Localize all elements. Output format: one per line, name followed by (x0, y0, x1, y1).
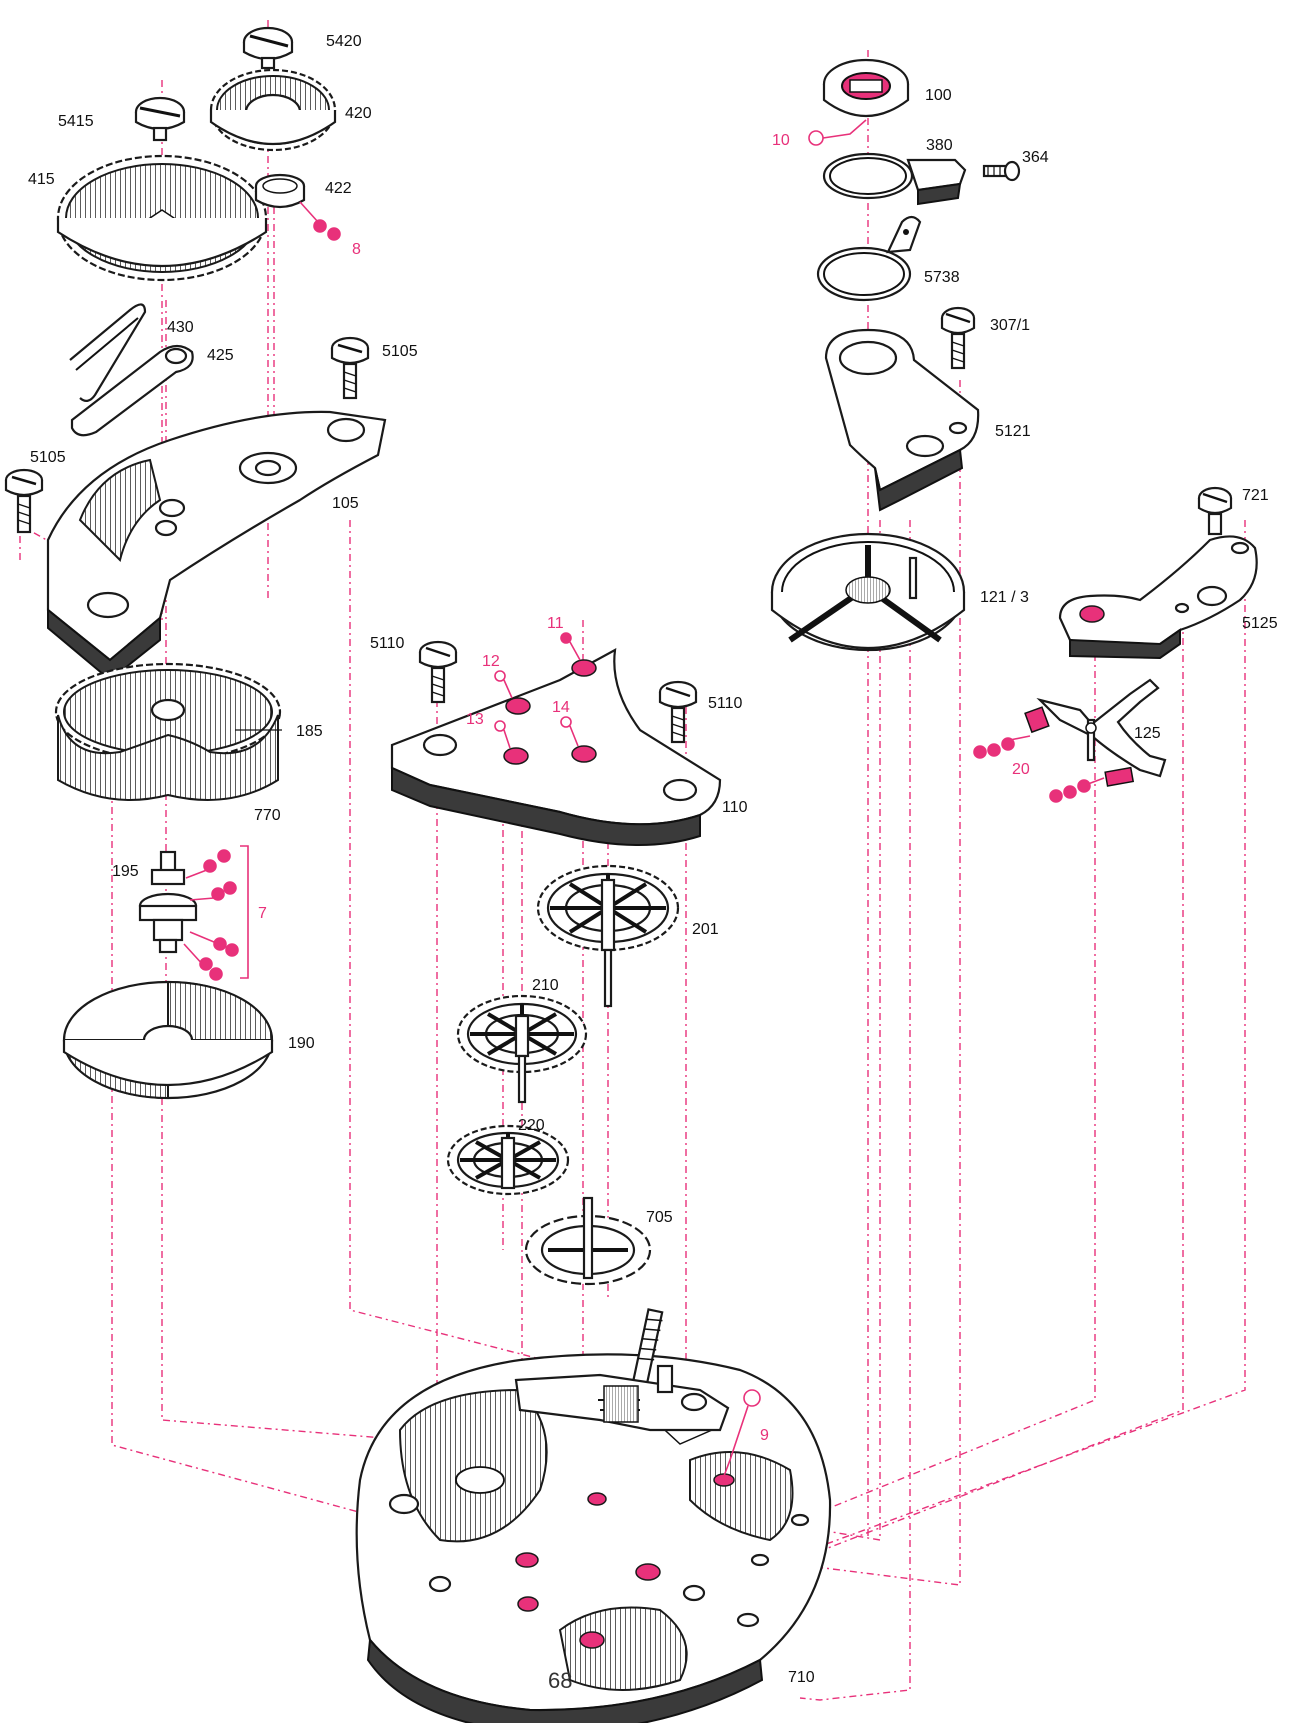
label-5105-upper: 5105 (382, 343, 418, 360)
label-220: 220 (518, 1117, 545, 1134)
oil-marker-8 (299, 201, 341, 241)
screw-5121 (940, 306, 976, 370)
label-oil-20: 20 (1012, 761, 1030, 778)
screw-5125 (1197, 486, 1233, 536)
label-121-3: 5121 (995, 423, 1031, 440)
label-710: 125 (1134, 725, 1161, 742)
screw-5105-left (4, 468, 44, 534)
escape-wheel-705 (524, 1196, 652, 1286)
label-110: 110 (722, 799, 748, 816)
third-wheel-210 (456, 994, 588, 1104)
label-oil-11: 11 (547, 615, 564, 632)
pallet-fork-710 (1024, 678, 1167, 787)
label-oil-7: 7 (258, 905, 267, 922)
train-bridge-110 (390, 648, 722, 846)
fourth-wheel-220 (446, 1124, 570, 1196)
screw-5110-right (658, 680, 698, 744)
balance-cock-121-3 (824, 328, 980, 512)
screw-5415 (134, 96, 186, 142)
click-spring-430 (69, 303, 147, 402)
screw-5420 (242, 26, 294, 70)
label-5420: 5420 (326, 33, 362, 50)
wheel-415 (56, 154, 268, 282)
ratchet-wheel-420 (209, 68, 337, 152)
center-wheel-201 (536, 864, 680, 1008)
label-190: 190 (288, 1035, 315, 1052)
main-plate-100 (355, 1353, 832, 1723)
screw-5105-upper (330, 336, 370, 400)
label-425: 425 (207, 347, 234, 364)
label-185: 185 (296, 723, 323, 740)
label-201: 201 (692, 921, 719, 938)
label-210: 210 (532, 977, 559, 994)
plate-engraving: 68 (548, 1668, 572, 1693)
label-5121: 307/1 (990, 317, 1030, 334)
label-415: 415 (28, 171, 55, 188)
label-oil-12: 12 (482, 653, 500, 670)
cap-jewel-380 (822, 58, 910, 118)
label-oil-10: 10 (772, 132, 790, 149)
label-5105-left: 5105 (30, 449, 66, 466)
label-oil-14: 14 (552, 699, 570, 716)
label-5110-left: 5110 (370, 635, 405, 652)
label-5738: 364 (1022, 149, 1049, 166)
stud-carrier-307-1 (816, 215, 922, 302)
balance-721 (770, 532, 966, 652)
label-100: 710 (788, 1669, 815, 1686)
label-5110-right: 5110 (708, 695, 743, 712)
label-422: 422 (325, 180, 352, 197)
barrel-cover-190 (62, 980, 274, 1100)
oil-marker-9 (723, 1389, 761, 1477)
label-oil-8: 8 (352, 241, 361, 258)
barrel-185 (54, 662, 282, 801)
label-380: 100 (925, 87, 952, 104)
label-5125: 721 (1242, 487, 1269, 504)
label-721: 121 / 3 (980, 589, 1029, 606)
ring-364 (822, 152, 967, 206)
label-195: 195 (112, 863, 139, 880)
screw-5738 (982, 160, 1021, 182)
label-oil-13: 13 (466, 711, 484, 728)
label-oil-9: 9 (760, 1427, 769, 1444)
label-430: 430 (167, 319, 194, 336)
click-425 (70, 344, 194, 437)
label-770: 770 (254, 807, 281, 824)
label-364: 380 (926, 137, 953, 154)
label-705: 705 (646, 1209, 673, 1226)
label-420: 420 (345, 105, 372, 122)
label-105: 105 (332, 495, 359, 512)
oil-markers-20 (973, 735, 1105, 803)
oil-markers-7 (183, 845, 249, 981)
oil-markers-11-14 (494, 632, 581, 749)
ring-422 (254, 173, 306, 209)
oil-marker-10 (808, 119, 867, 146)
barrel-bridge-105 (46, 410, 387, 682)
keyless-bridge (514, 1364, 730, 1432)
barrel-arbor-195 (138, 850, 198, 954)
label-125: 5125 (1242, 615, 1278, 632)
screw-5110-left (418, 640, 458, 704)
label-5415: 5415 (58, 113, 94, 130)
label-307-1: 5738 (924, 269, 960, 286)
pallet-bridge-125 (1058, 535, 1258, 660)
